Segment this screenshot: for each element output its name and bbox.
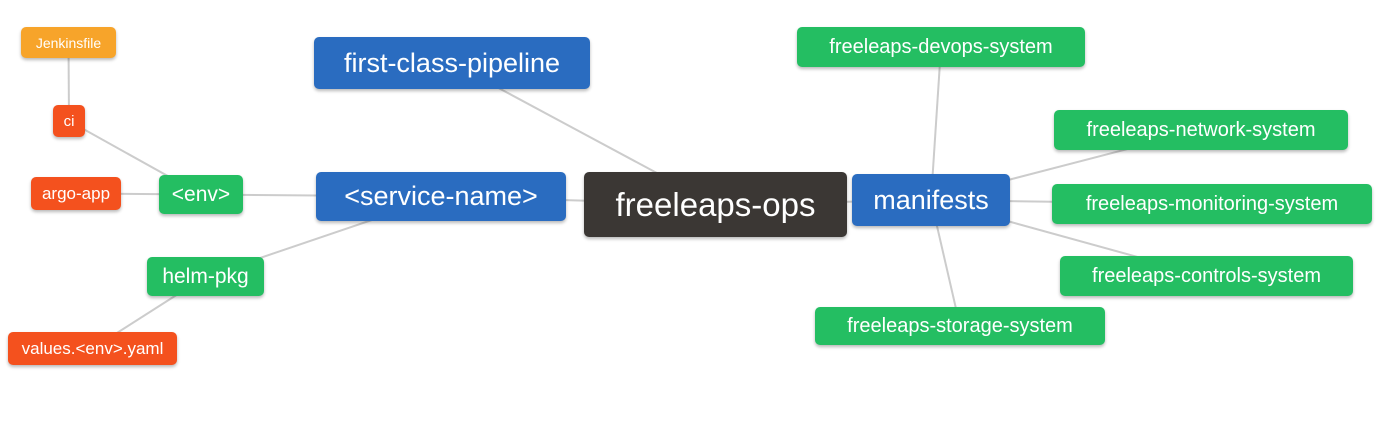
node-helm-pkg[interactable]: helm-pkg (147, 257, 264, 296)
node-freeleaps-monitoring-system[interactable]: freeleaps-monitoring-system (1052, 184, 1372, 224)
node-jenkinsfile[interactable]: Jenkinsfile (21, 27, 116, 58)
node-env[interactable]: <env> (159, 175, 243, 214)
node-freeleaps-ops[interactable]: freeleaps-ops (584, 172, 847, 237)
node-service-name[interactable]: <service-name> (316, 172, 566, 221)
node-freeleaps-controls-system[interactable]: freeleaps-controls-system (1060, 256, 1353, 296)
node-first-class-pipeline[interactable]: first-class-pipeline (314, 37, 590, 89)
node-ci[interactable]: ci (53, 105, 85, 137)
node-values-env-yaml[interactable]: values.<env>.yaml (8, 332, 177, 365)
node-freeleaps-storage-system[interactable]: freeleaps-storage-system (815, 307, 1105, 345)
node-freeleaps-devops-system[interactable]: freeleaps-devops-system (797, 27, 1085, 67)
node-freeleaps-network-system[interactable]: freeleaps-network-system (1054, 110, 1348, 150)
node-manifests[interactable]: manifests (852, 174, 1010, 226)
node-argo-app[interactable]: argo-app (31, 177, 121, 210)
